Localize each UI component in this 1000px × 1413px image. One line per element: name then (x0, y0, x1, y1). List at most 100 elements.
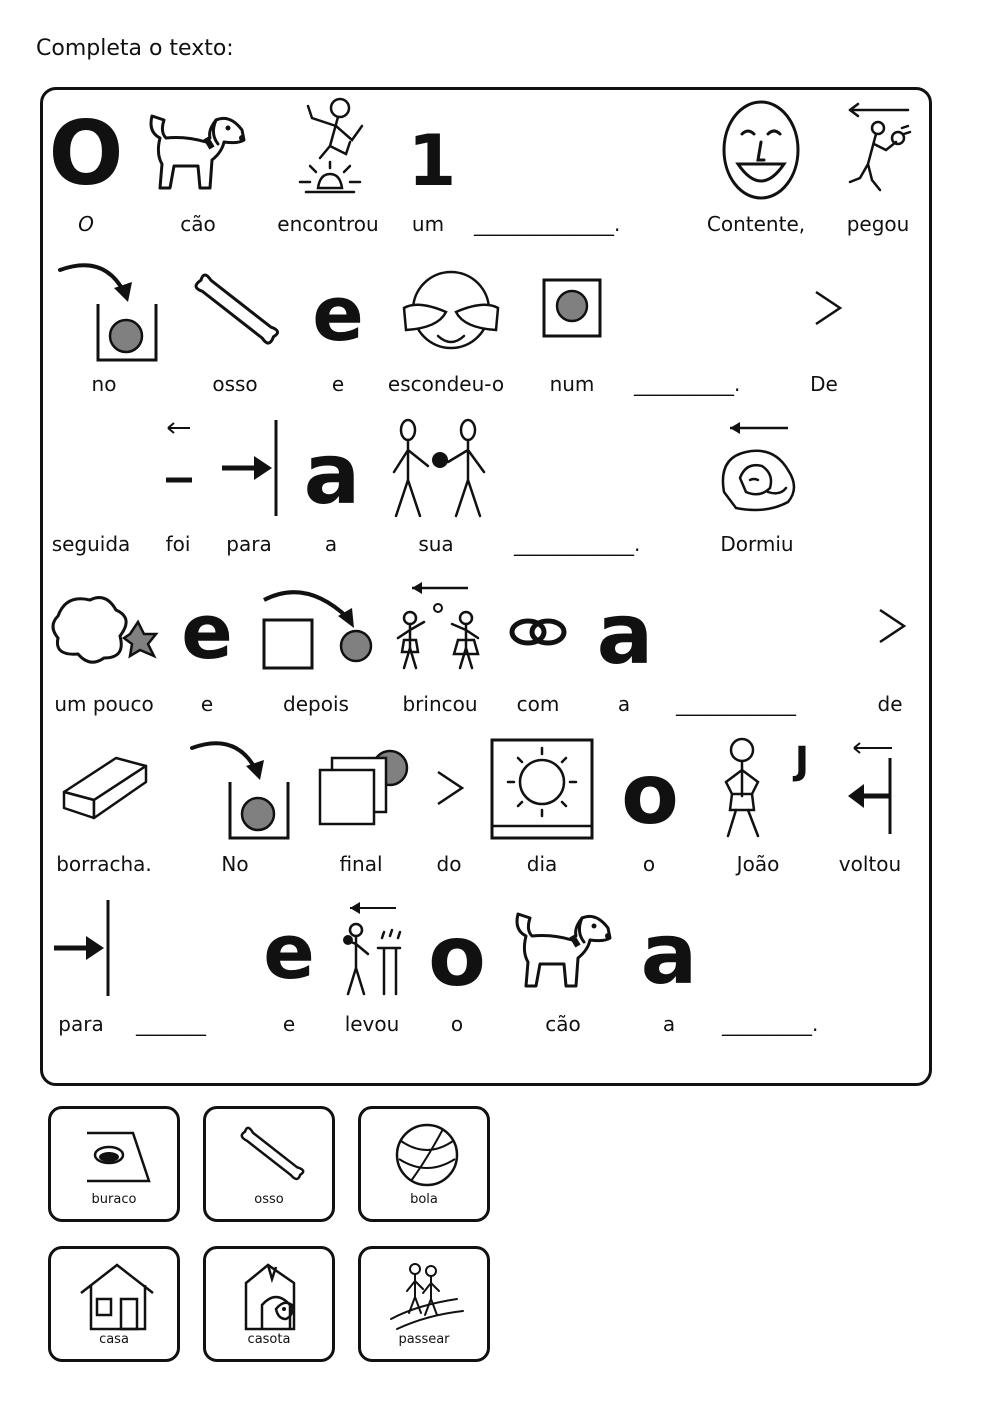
dog-icon (149, 114, 246, 190)
word-dia: dia (526, 852, 558, 876)
word-no: no (91, 372, 117, 396)
word-o: o (450, 1012, 464, 1036)
card-label: bola (410, 1192, 438, 1207)
number-one-symbol: 1 (407, 120, 457, 202)
with-icon (509, 618, 567, 646)
word-um: um (411, 212, 445, 236)
word-encontrou: encontrou (277, 212, 379, 236)
boy-icon (724, 737, 760, 838)
word-voltou: voltou (838, 852, 902, 876)
greater-than-icon-3 (437, 770, 465, 806)
word-final: final (339, 852, 383, 876)
hide-face-icon (402, 270, 500, 350)
card-label: passear (398, 1332, 450, 1347)
take-icon (848, 102, 912, 192)
play-icon (396, 582, 480, 670)
after-icon (262, 590, 373, 670)
answer-blank-3[interactable]: ____________. (514, 532, 641, 556)
letter-e-symbol-2: e (181, 587, 233, 676)
ball-icon (395, 1123, 459, 1187)
word-e: e (200, 692, 214, 716)
card-buraco[interactable]: buraco (48, 1106, 180, 1222)
card-casa[interactable]: casa (48, 1246, 180, 1362)
word-osso: osso (212, 372, 258, 396)
a-little-icon (51, 596, 159, 664)
bone-icon (194, 273, 279, 345)
dog-icon-2 (515, 912, 612, 988)
word-para: para (58, 1012, 104, 1036)
card-label: buraco (91, 1192, 137, 1207)
bone-icon (240, 1126, 305, 1181)
hole-icon (87, 1131, 151, 1183)
happy-face-icon (722, 100, 800, 200)
a-hole-symbol-icon (542, 278, 602, 338)
letter-a-symbol-3: a (640, 905, 698, 1003)
end-icon (318, 749, 409, 826)
word-no: No (221, 852, 249, 876)
house-icon (80, 1263, 154, 1331)
word-foi: foi (165, 532, 191, 556)
card-bola[interactable]: bola (358, 1106, 490, 1222)
day-sun-icon (490, 738, 594, 840)
word-joao: João (736, 852, 780, 876)
letter-a-symbol-2: a (596, 585, 654, 683)
in-icon-2 (190, 741, 290, 840)
walking-icon (390, 1263, 464, 1330)
word-com: com (516, 692, 560, 716)
text-frame (40, 87, 932, 1086)
letter-o-symbol-2: o (428, 907, 486, 1005)
word-do: do (436, 852, 462, 876)
letter-o-symbol: o (621, 745, 679, 843)
card-label: casota (247, 1332, 291, 1347)
word-seguida: seguida (51, 532, 131, 556)
answer-blank-5[interactable]: _______ (136, 1012, 206, 1036)
word-contente: Contente, (706, 212, 806, 236)
word-levou: levou (344, 1012, 400, 1036)
word-sua: sua (418, 532, 454, 556)
word-a: a (324, 532, 338, 556)
return-icon (848, 742, 892, 834)
card-passear[interactable]: passear (358, 1246, 490, 1362)
word-o: o (642, 852, 656, 876)
doghouse-icon (244, 1263, 296, 1331)
word-e: e (282, 1012, 296, 1036)
word-depois: depois (283, 692, 349, 716)
word-cao: cão (545, 1012, 581, 1036)
word-a: a (662, 1012, 676, 1036)
card-osso[interactable]: osso (203, 1106, 335, 1222)
card-label: casa (99, 1332, 129, 1347)
in-icon (58, 263, 158, 362)
to-icon (222, 420, 278, 516)
greater-than-icon (815, 290, 843, 326)
word-num: num (549, 372, 595, 396)
answer-blank-4[interactable]: ____________ (676, 692, 796, 716)
letter-a-symbol: a (303, 425, 361, 523)
word-a: a (617, 692, 631, 716)
letter-e-symbol: e (312, 269, 364, 358)
word-cao: cão (180, 212, 216, 236)
instruction: Completa o texto: (36, 36, 234, 61)
card-label: osso (254, 1192, 284, 1207)
eraser-icon (62, 756, 148, 820)
card-casota[interactable]: casota (203, 1246, 335, 1362)
answer-blank-1[interactable]: ______________. (474, 212, 621, 236)
word-escondeu-o: escondeu-o (387, 372, 505, 396)
take-away-icon (343, 902, 402, 996)
next-icon (166, 422, 192, 483)
word-pegou: pegou (846, 212, 910, 236)
to-icon-2 (54, 900, 110, 996)
her-icon (392, 418, 486, 518)
word-de: de (877, 692, 903, 716)
word-dormiu: Dormiu (720, 532, 794, 556)
word-um-pouco: um pouco (54, 692, 154, 716)
greater-than-icon-2 (879, 608, 907, 644)
word-brincou: brincou (402, 692, 478, 716)
word-e: e (331, 372, 345, 396)
answer-blank-6[interactable]: _________. (722, 1012, 819, 1036)
sleep-icon (721, 422, 796, 512)
letter-J-symbol: J (794, 739, 810, 783)
word-borracha: borracha. (56, 852, 152, 876)
answer-blank-2[interactable]: __________. (634, 372, 741, 396)
word-O: O (78, 212, 94, 236)
word-de: De (810, 372, 838, 396)
